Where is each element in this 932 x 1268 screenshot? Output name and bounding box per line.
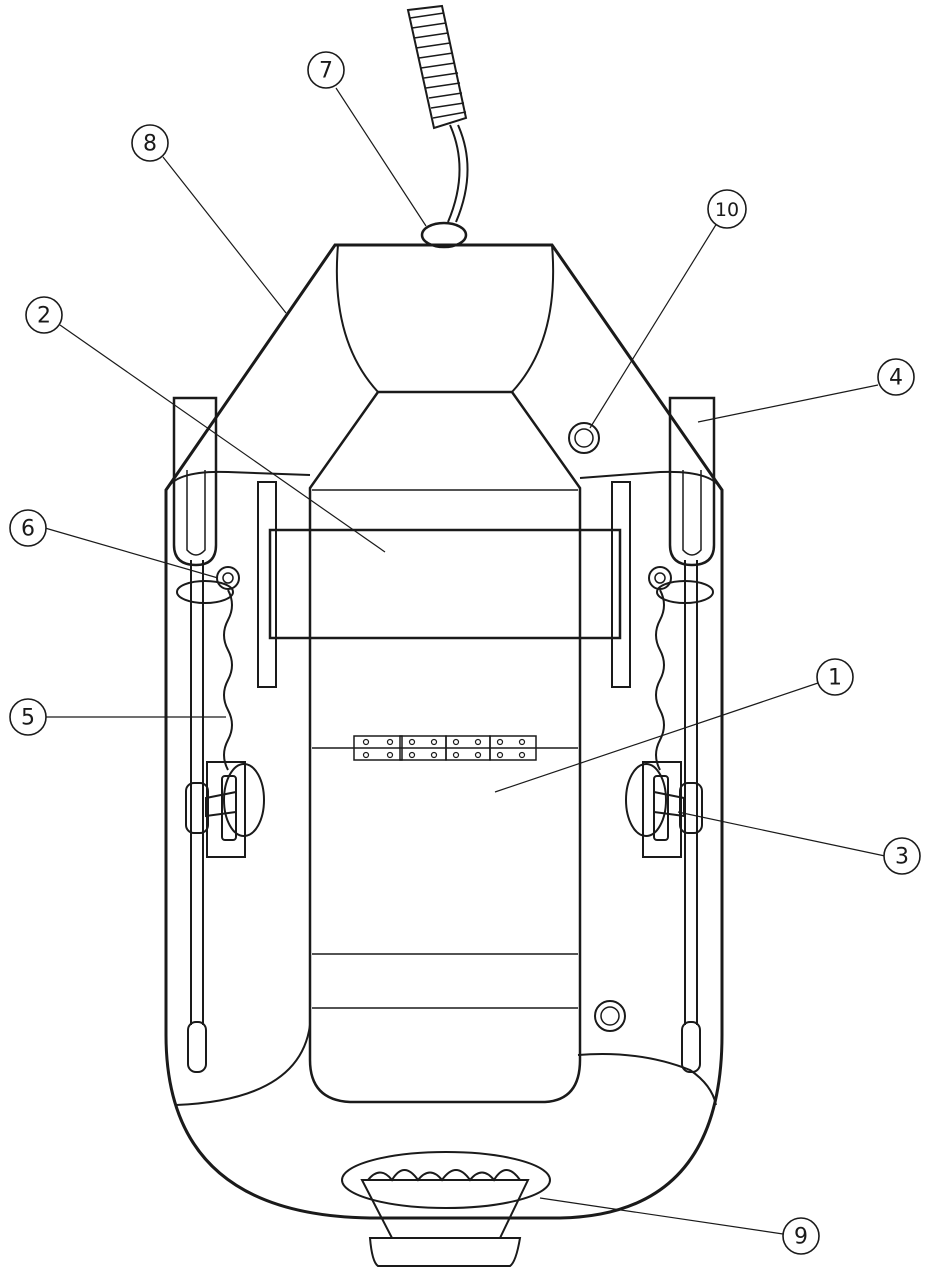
oar-ring-left [176, 566, 240, 604]
callout-4: 4 [877, 358, 915, 396]
oar-left [172, 396, 218, 1073]
leader-10 [589, 222, 718, 429]
callout-7-label: 7 [319, 59, 333, 84]
leader-6 [44, 527, 219, 579]
coiled-rope [406, 4, 468, 130]
towing-rope [406, 4, 469, 249]
callout-2: 2 [25, 296, 63, 334]
oar-ring-right [648, 566, 714, 604]
seat-rail-right [611, 481, 631, 688]
floor-deck [308, 390, 582, 1104]
callout-7: 7 [307, 51, 345, 89]
callout-2-label: 2 [37, 304, 51, 329]
callout-9: 9 [782, 1217, 820, 1255]
callout-8: 8 [131, 124, 169, 162]
callout-6-label: 6 [21, 517, 35, 542]
seat [268, 528, 622, 640]
oar-right [668, 396, 716, 1073]
boat-hull [164, 243, 724, 1220]
callout-6: 6 [9, 509, 47, 547]
callout-leaders [44, 87, 886, 1235]
leader-2 [59, 324, 386, 553]
leader-8 [162, 156, 287, 314]
floor-hinges [353, 735, 537, 761]
right-side-tube [577, 470, 723, 1106]
left-side-tube [165, 470, 311, 1106]
leader-4 [697, 384, 879, 423]
valve-lower-right [594, 1000, 626, 1032]
callout-4-label: 4 [889, 366, 903, 391]
callout-10-label: 10 [715, 199, 739, 221]
callout-3-label: 3 [895, 845, 909, 870]
leader-3 [677, 811, 886, 857]
callout-1: 1 [816, 658, 854, 696]
seat-rail-left [257, 481, 277, 688]
rowlock-right [625, 761, 685, 858]
leader-1 [494, 682, 819, 793]
callout-5: 5 [9, 698, 47, 736]
leader-7 [335, 87, 427, 227]
callout-1-label: 1 [828, 666, 842, 691]
rowlock-left [205, 761, 265, 858]
callout-5-label: 5 [21, 706, 35, 731]
callout-3: 3 [883, 837, 921, 875]
bow-section [335, 244, 555, 393]
safety-cord-left [223, 589, 233, 771]
stern-drain [341, 1151, 551, 1267]
callout-9-label: 9 [794, 1225, 808, 1250]
callout-8-label: 8 [143, 132, 157, 157]
valve-upper-right [568, 422, 600, 454]
safety-cord-right [655, 589, 665, 771]
callout-10: 10 [707, 189, 747, 229]
leader-9 [539, 1197, 784, 1235]
